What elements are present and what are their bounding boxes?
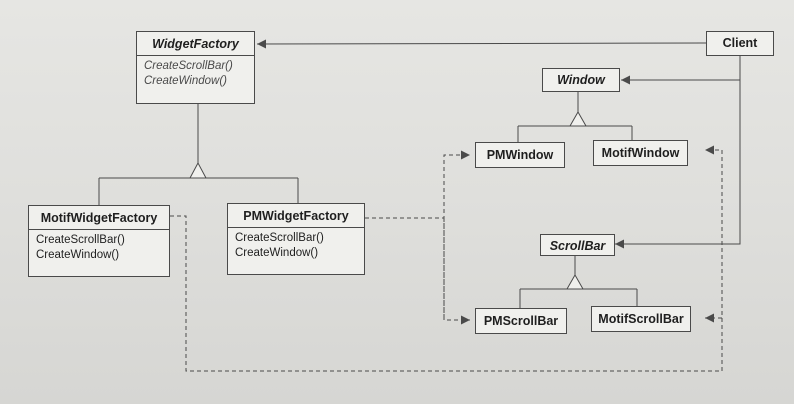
operation: CreateScrollBar() bbox=[36, 234, 125, 246]
pmwindow-class: PMWindow bbox=[475, 142, 565, 168]
class-name: Client bbox=[722, 36, 758, 50]
motif-factory-create-dependencies bbox=[170, 145, 723, 372]
motifwidgetfactory-class: MotifWidgetFactory CreateScrollBar() Cre… bbox=[28, 205, 170, 277]
pm-factory-create-dependencies bbox=[365, 150, 470, 325]
class-name: MotifWindow bbox=[601, 146, 680, 160]
operation: CreateScrollBar() bbox=[144, 60, 233, 72]
pmscrollbar-class: PMScrollBar bbox=[475, 308, 567, 334]
operations: CreateScrollBar() CreateWindow() bbox=[228, 227, 364, 265]
class-name: Window bbox=[557, 73, 605, 87]
class-name: MotifScrollBar bbox=[598, 312, 684, 326]
operation: CreateScrollBar() bbox=[235, 232, 324, 244]
client-to-window-arrow bbox=[621, 56, 741, 85]
client-to-scrollbar-arrow bbox=[615, 56, 741, 249]
scrollbar-inheritance bbox=[519, 256, 638, 308]
window-class: Window bbox=[542, 68, 620, 92]
class-name: PMScrollBar bbox=[483, 314, 559, 328]
widgetfactory-inheritance bbox=[98, 104, 299, 205]
operation: CreateWindow() bbox=[36, 249, 120, 261]
class-name: PMWidgetFactory bbox=[243, 209, 349, 223]
operations: CreateScrollBar() CreateWindow() bbox=[137, 55, 254, 93]
motifwindow-class: MotifWindow bbox=[593, 140, 688, 166]
window-inheritance bbox=[517, 92, 633, 142]
motifscrollbar-class: MotifScrollBar bbox=[591, 306, 691, 332]
class-name: MotifWidgetFactory bbox=[40, 211, 158, 225]
client-class: Client bbox=[706, 31, 774, 56]
class-name: ScrollBar bbox=[549, 239, 606, 253]
class-name: WidgetFactory bbox=[152, 37, 239, 51]
operation: CreateWindow() bbox=[144, 75, 227, 87]
operations: CreateScrollBar() CreateWindow() bbox=[29, 229, 169, 267]
widgetfactory-class: WidgetFactory CreateScrollBar() CreateWi… bbox=[136, 31, 255, 104]
class-name: PMWindow bbox=[486, 148, 554, 162]
client-to-widgetfactory-arrow bbox=[256, 39, 707, 49]
operation: CreateWindow() bbox=[235, 247, 319, 259]
scrollbar-class: ScrollBar bbox=[540, 234, 615, 256]
pmwidgetfactory-class: PMWidgetFactory CreateScrollBar() Create… bbox=[227, 203, 365, 275]
